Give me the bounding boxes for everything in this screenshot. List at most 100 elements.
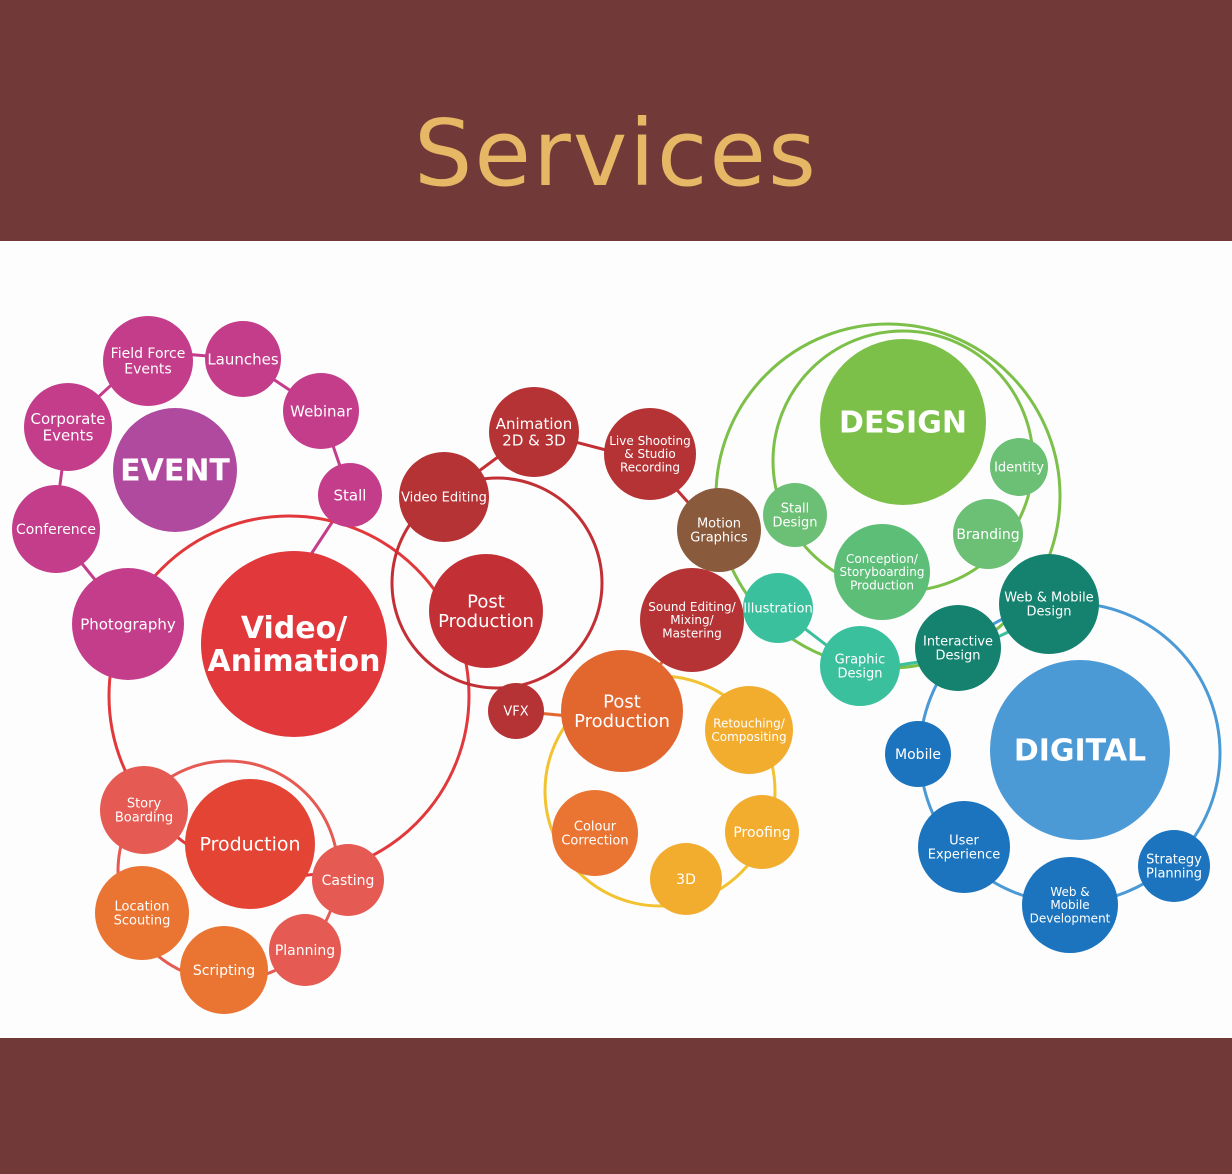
node-post-production-1-circle — [429, 554, 543, 668]
node-sound-editing-circle — [640, 568, 744, 672]
node-mobile-label: Mobile — [895, 747, 941, 763]
node-casting: Casting — [312, 844, 384, 916]
node-retouching-label: Retouching/Compositing — [711, 717, 786, 744]
node-photography: Photography — [72, 568, 184, 680]
header-band — [0, 0, 1232, 241]
node-animation-2d-3d-circle — [489, 387, 579, 477]
node-colour-correction-circle — [552, 790, 638, 876]
node-photography-circle — [72, 568, 184, 680]
node-event-circle — [113, 408, 237, 532]
node-webinar-circle — [283, 373, 359, 449]
node-photography-label: Photography — [80, 615, 176, 633]
node-planning-label: Planning — [275, 943, 335, 959]
node-video-animation: Video/Animation — [201, 551, 387, 737]
node-proofing: Proofing — [725, 795, 799, 869]
node-design: DESIGN — [820, 339, 986, 505]
node-scripting: Scripting — [180, 926, 268, 1014]
node-vfx-circle — [488, 683, 544, 739]
node-illustration-label: Illustration — [743, 602, 812, 617]
node-story-boarding-circle — [100, 766, 188, 854]
node-casting-label: Casting — [322, 873, 375, 889]
node-digital: DIGITAL — [990, 660, 1170, 840]
node-identity-label: Identity — [994, 461, 1044, 476]
node-event: EVENT — [113, 408, 237, 532]
node-web-mobile-design-circle — [999, 554, 1099, 654]
node-proofing-circle — [725, 795, 799, 869]
node-3d-circle — [650, 843, 722, 915]
node-digital-circle — [990, 660, 1170, 840]
node-conference-label: Conference — [16, 522, 96, 538]
node-3d: 3D — [650, 843, 722, 915]
node-graphic-design-circle — [820, 626, 900, 706]
node-stall: Stall — [318, 463, 382, 527]
node-scripting-label: Scripting — [193, 963, 255, 979]
node-design-circle — [820, 339, 986, 505]
node-illustration-circle — [743, 573, 813, 643]
node-interactive-design-circle — [915, 605, 1001, 691]
node-video-editing-circle — [399, 452, 489, 542]
node-corporate-events-circle — [24, 383, 112, 471]
node-strategy-planning-circle — [1138, 830, 1210, 902]
node-post-production-2-circle — [561, 650, 683, 772]
node-mobile-circle — [885, 721, 951, 787]
node-video-editing-label: Video Editing — [401, 491, 487, 506]
node-sound-editing-label: Sound Editing/Mixing/Mastering — [648, 600, 736, 640]
node-stall-circle — [318, 463, 382, 527]
node-video-editing: Video Editing — [399, 452, 489, 542]
node-launches-label: Launches — [207, 350, 279, 368]
page-title: Services — [414, 100, 818, 207]
node-sound-editing: Sound Editing/Mixing/Mastering — [640, 568, 744, 672]
node-retouching: Retouching/Compositing — [705, 686, 793, 774]
node-web-mobile-development-circle — [1022, 857, 1118, 953]
node-planning-circle — [269, 914, 341, 986]
node-branding: Branding — [953, 499, 1023, 569]
node-launches: Launches — [205, 321, 281, 397]
node-design-label: DESIGN — [839, 406, 967, 441]
node-scripting-circle — [180, 926, 268, 1014]
node-production-circle — [185, 779, 315, 909]
node-video-animation-label: Video/Animation — [208, 611, 381, 679]
node-event-label: EVENT — [120, 454, 230, 489]
node-production: Production — [185, 779, 315, 909]
node-illustration: Illustration — [743, 573, 813, 643]
node-field-force-events-circle — [103, 316, 193, 406]
node-stall-label: Stall — [334, 486, 367, 504]
node-vfx: VFX — [488, 683, 544, 739]
node-branding-circle — [953, 499, 1023, 569]
node-conception-circle — [834, 524, 930, 620]
node-user-experience-circle — [918, 801, 1010, 893]
node-location-scouting-circle — [95, 866, 189, 960]
node-identity: Identity — [990, 438, 1048, 496]
node-launches-circle — [205, 321, 281, 397]
